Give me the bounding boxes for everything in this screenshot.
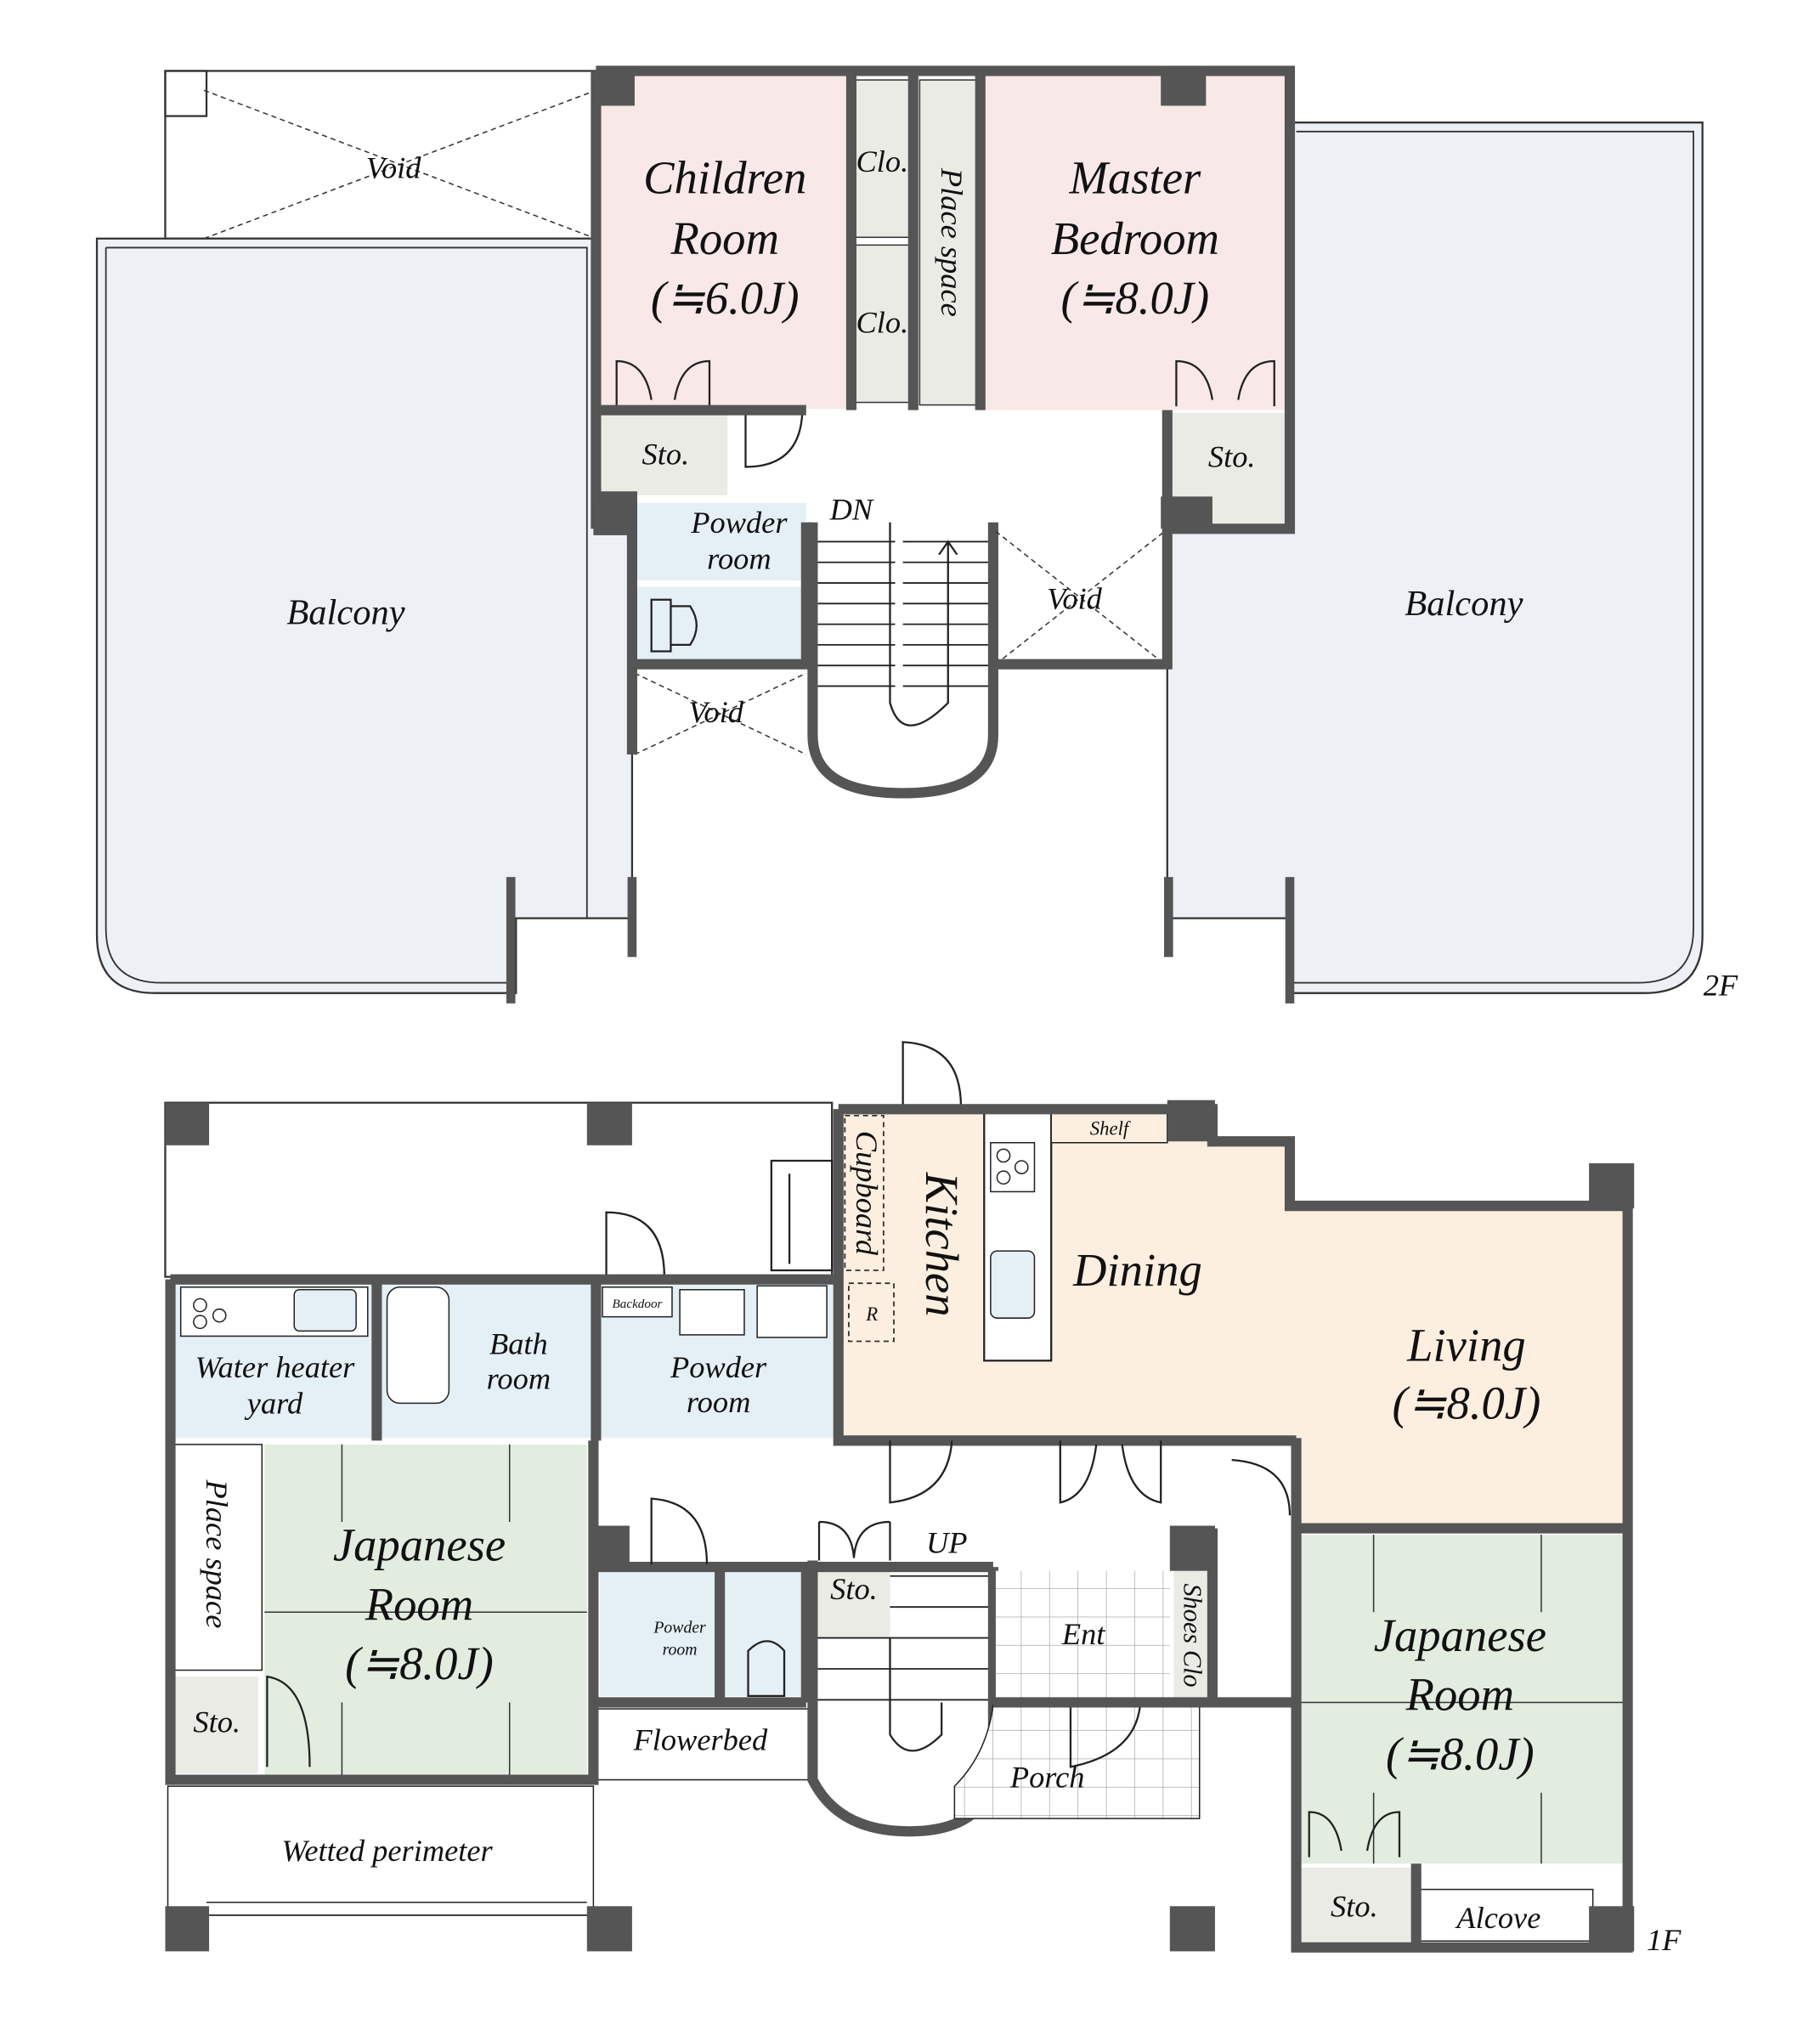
door-icon xyxy=(266,1675,311,1767)
void-label: Void xyxy=(366,150,422,184)
room-name: Children xyxy=(643,152,806,204)
room-size: (≒8.0J) xyxy=(1386,1727,1535,1779)
stove-icon xyxy=(990,1142,1036,1193)
bath-room: Bath room xyxy=(380,1283,594,1439)
wetted-perimeter-label: Wetted perimeter xyxy=(281,1834,493,1868)
balcony-left: Balcony xyxy=(95,237,634,994)
room-name: Water heater xyxy=(195,1350,356,1384)
void-label: Void xyxy=(688,695,744,729)
storage-right-label: Sto. xyxy=(1331,1889,1378,1923)
room-name: Room xyxy=(1405,1669,1514,1721)
closet-door-icon xyxy=(1175,359,1275,407)
place-space-label: Place space xyxy=(200,1479,234,1628)
storage-left-label: Sto. xyxy=(642,437,690,471)
cupboard-label: Cupboard xyxy=(850,1131,884,1256)
room-name: Room xyxy=(670,212,778,264)
room-name: Master xyxy=(1068,152,1201,204)
living-size: (≒8.0J) xyxy=(1393,1377,1541,1429)
closet-label: Clo. xyxy=(856,306,909,340)
room-size: (≒8.0J) xyxy=(1060,272,1209,324)
balcony-right: Balcony xyxy=(1166,122,1704,994)
floor-2f-label: 2F xyxy=(1704,969,1738,1003)
room-name: Japanese xyxy=(1374,1609,1546,1661)
dining-label: Dining xyxy=(1072,1244,1202,1296)
refrigerator-label: R xyxy=(865,1303,878,1325)
japanese-room-left: Japanese Room (≒8.0J) xyxy=(264,1444,587,1780)
room-name: room xyxy=(487,1362,551,1396)
void-label: Void xyxy=(1047,581,1103,615)
floor-1f-label: 1F xyxy=(1647,1923,1682,1957)
balcony-right-label: Balcony xyxy=(1405,584,1523,624)
appliance-icon xyxy=(770,1159,834,1272)
void-center: Void xyxy=(634,672,807,755)
kitchen-dining-living: Cupboard R Kitchen Shelf Dining Living (… xyxy=(838,1108,1625,1529)
bathtub-icon xyxy=(386,1286,450,1405)
room-name: Powder xyxy=(690,506,788,540)
closets: Clo. Clo. Place space xyxy=(853,79,981,406)
room-name: Bedroom xyxy=(1051,212,1219,264)
washer-icon xyxy=(756,1285,828,1338)
powder-room-1f: Backdoor Powder room xyxy=(599,1283,839,1439)
room-name: Bath xyxy=(489,1327,548,1361)
door-icon xyxy=(902,1041,963,1107)
room-size: (≒8.0J) xyxy=(345,1637,494,1689)
backdoor-label: Backdoor xyxy=(613,1297,663,1311)
room-name: Powder xyxy=(670,1350,767,1384)
kitchen-label: Kitchen xyxy=(916,1172,968,1317)
place-space-label: Place space xyxy=(935,167,969,317)
room-name: Powder xyxy=(653,1619,706,1637)
stairs-up-label: UP xyxy=(926,1525,968,1559)
stairs-2f: DN xyxy=(807,493,998,799)
room-name: room xyxy=(707,541,772,575)
storage-stairs-label: Sto. xyxy=(830,1572,878,1606)
children-room: Children Room (≒6.0J) xyxy=(596,71,851,410)
closet-door-icon xyxy=(615,359,711,407)
door-icon xyxy=(744,410,804,468)
balcony-left-label: Balcony xyxy=(286,593,404,633)
stairs-dn-label: DN xyxy=(829,493,874,527)
alcove-label: Alcove xyxy=(1455,1901,1540,1935)
toilet-icon xyxy=(747,1640,786,1698)
powder-room-2f: Powder room xyxy=(631,502,806,664)
door-icon xyxy=(1069,1705,1142,1768)
closet-label: Clo. xyxy=(856,144,909,178)
floor-2f: Void Balcony Balcony Children Room (≒6.0… xyxy=(95,65,1738,1004)
closet-door-icon xyxy=(1308,1811,1401,1858)
door-icon xyxy=(650,1497,709,1565)
water-heater-yard: Water heater yard xyxy=(174,1283,375,1439)
void-right: Void xyxy=(995,530,1166,665)
stairs-1f: Sto. UP xyxy=(807,1520,998,1837)
toilet-icon xyxy=(650,598,698,653)
shoes-closet-label: Shoes Clo xyxy=(1178,1583,1207,1687)
door-icon xyxy=(605,1211,665,1277)
japanese-room-right: Japanese Room (≒8.0J) xyxy=(1296,1535,1625,1864)
shelf-label: Shelf xyxy=(1090,1118,1131,1139)
washbasin-icon xyxy=(679,1289,745,1336)
entrance-label: Ent xyxy=(1061,1617,1105,1651)
room-size: (≒6.0J) xyxy=(651,272,800,324)
room-name: room xyxy=(687,1385,751,1419)
room-name: Japanese xyxy=(333,1519,506,1571)
room-name: yard xyxy=(244,1386,303,1420)
room-name: Room xyxy=(365,1578,473,1630)
master-bedroom: Master Bedroom (≒8.0J) xyxy=(982,71,1290,410)
living-label: Living xyxy=(1406,1319,1526,1371)
floor-1f: Cupboard R Kitchen Shelf Dining Living (… xyxy=(164,1041,1682,1957)
door-icon xyxy=(889,1440,1292,1516)
storage-right-label: Sto. xyxy=(1208,439,1256,473)
flowerbed-label: Flowerbed xyxy=(632,1723,768,1757)
powder-room-small: Powder room xyxy=(599,1567,805,1698)
void-top-left: Void xyxy=(164,70,597,240)
storage-left-label: Sto. xyxy=(193,1705,240,1739)
sink-icon xyxy=(990,1250,1036,1319)
room-name: room xyxy=(663,1640,698,1659)
